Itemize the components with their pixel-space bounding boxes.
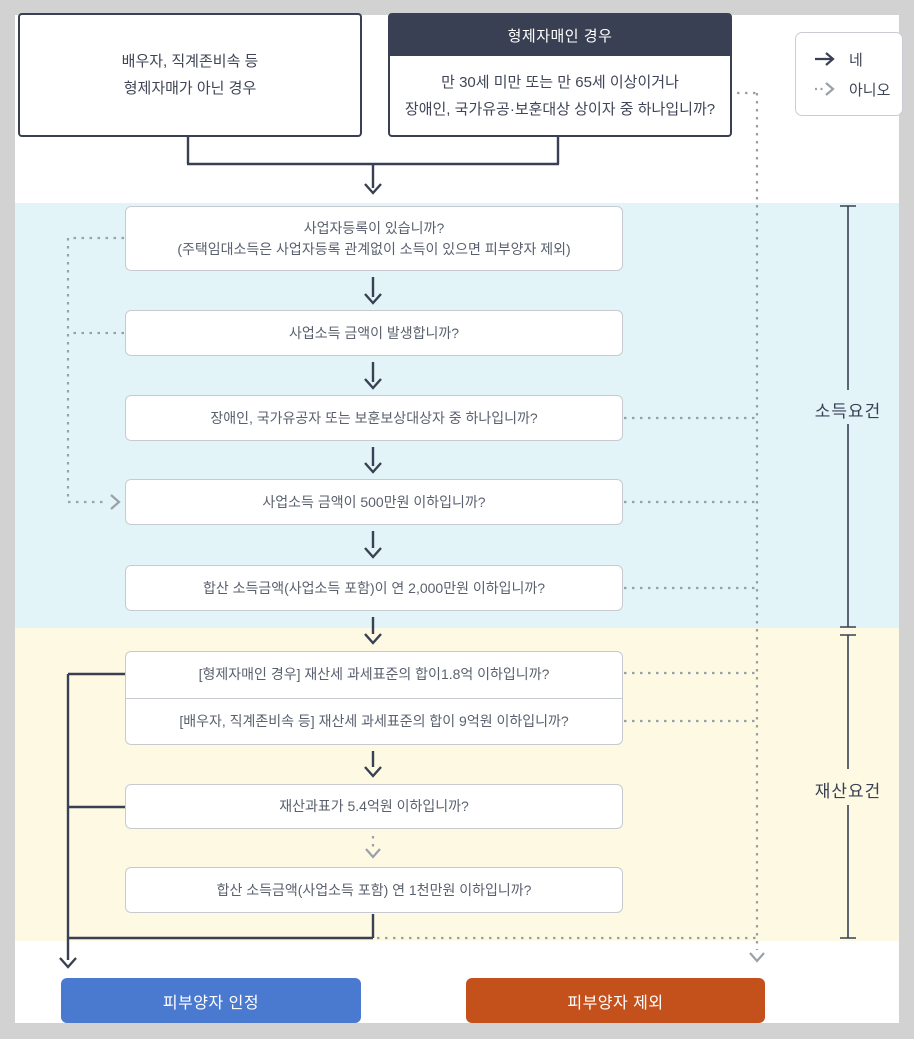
dependent-accepted-button[interactable]: 피부양자 인정 bbox=[61, 978, 361, 1023]
property-section-label: 재산요건 bbox=[814, 782, 882, 801]
legend-yes-row: 네 bbox=[813, 49, 902, 70]
income-section-label: 소득요건 bbox=[814, 402, 882, 421]
dotted-arrow-icon bbox=[815, 82, 835, 96]
question-disabled-or-veteran: 장애인, 국가유공자 또는 보훈보상대상자 중 하나입니까? bbox=[125, 395, 623, 441]
question-business-registration: 사업자등록이 있습니까? (주택임대소득은 사업자등록 관계없이 소득이 있으면… bbox=[125, 206, 623, 271]
sibling-case-question: 만 30세 미만 또는 만 65세 이상이거나 장애인, 국가유공·보훈대상 상… bbox=[390, 56, 730, 135]
legend-no-row: 아니오 bbox=[813, 79, 902, 100]
sibling-line2: 장애인, 국가유공·보훈대상 상이자 중 하나입니까? bbox=[404, 100, 716, 118]
q1-line1: 사업자등록이 있습니까? bbox=[303, 219, 445, 236]
q6-spouse-row: [배우자, 직계존비속 등] 재산세 과세표준의 합이 9억원 이하입니까? bbox=[126, 697, 622, 745]
q1-line2: (주택임대소득은 사업자등록 관계없이 소득이 있으면 피부양자 제외) bbox=[177, 240, 571, 257]
non-sibling-line2: 형제자매가 아닌 경우 bbox=[123, 80, 257, 97]
q6-sibling-row: [형제자매인 경우] 재산세 과세표준의 합이1.8억 이하입니까? bbox=[198, 666, 550, 683]
dependent-excluded-button[interactable]: 피부양자 제외 bbox=[466, 978, 765, 1023]
question-total-income-under-20m: 합산 소득금액(사업소득 포함)이 연 2,000만원 이하입니까? bbox=[125, 565, 623, 611]
sibling-case-box: 형제자매인 경우 만 30세 미만 또는 만 65세 이상이거나 장애인, 국가… bbox=[388, 13, 732, 137]
sibling-line1: 만 30세 미만 또는 만 65세 이상이거나 bbox=[441, 73, 679, 91]
solid-arrow-icon bbox=[815, 52, 835, 66]
non-sibling-line1: 배우자, 직계존비속 등 bbox=[121, 53, 259, 70]
question-property-tax-base: [형제자매인 경우] 재산세 과세표준의 합이1.8억 이하입니까? [배우자,… bbox=[125, 651, 623, 745]
legend-yes-label: 네 bbox=[849, 51, 863, 69]
question-property-under-540m: 재산과표가 5.4억원 이하입니까? bbox=[125, 784, 623, 829]
legend-no-label: 아니오 bbox=[849, 81, 891, 99]
question-business-income-under-5m: 사업소득 금액이 500만원 이하입니까? bbox=[125, 479, 623, 525]
sibling-case-header: 형제자매인 경우 bbox=[390, 15, 730, 56]
legend-box: 네 아니오 bbox=[795, 32, 903, 116]
question-business-income-exists: 사업소득 금액이 발생합니까? bbox=[125, 310, 623, 356]
question-total-income-under-10m: 합산 소득금액(사업소득 포함) 연 1천만원 이하입니까? bbox=[125, 867, 623, 913]
non-sibling-case-box: 배우자, 직계존비속 등 형제자매가 아닌 경우 bbox=[18, 13, 362, 137]
